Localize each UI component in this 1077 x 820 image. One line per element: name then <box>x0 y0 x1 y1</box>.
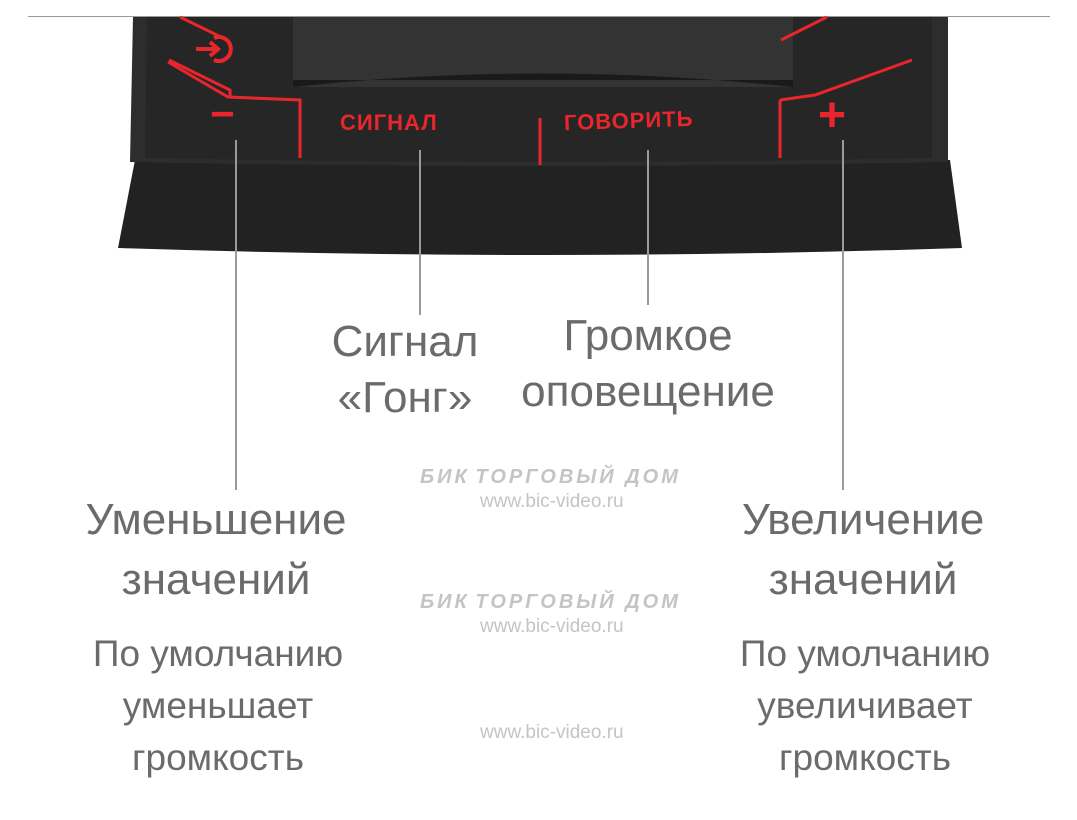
signal-button[interactable]: СИГНАЛ <box>340 110 438 135</box>
talk-button[interactable]: ГОВОРИТЬ <box>563 105 694 136</box>
top-divider <box>28 16 1050 17</box>
callout-line-minus <box>235 140 237 490</box>
minus-button[interactable]: − <box>210 90 235 137</box>
device-base <box>118 160 962 255</box>
device-panel <box>118 15 962 255</box>
signal-label: Сигнал«Гонг» <box>331 317 479 422</box>
power-login-icon[interactable] <box>192 30 236 66</box>
watermark: www.bic-video.ru <box>480 722 624 743</box>
plus-button[interactable]: + <box>818 89 847 142</box>
callout-line-plus <box>842 140 844 490</box>
callout-line-signal <box>419 150 421 315</box>
callout-line-talk <box>647 150 649 305</box>
